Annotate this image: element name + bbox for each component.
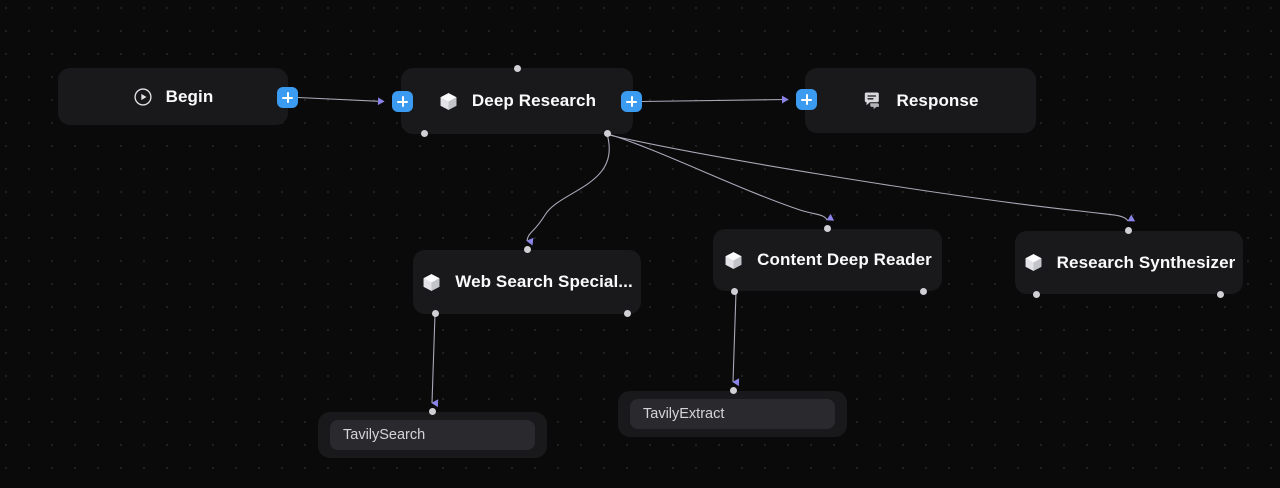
cube-icon bbox=[1023, 252, 1044, 273]
handle-web-search-bottom-right[interactable] bbox=[624, 310, 631, 317]
play-circle-icon bbox=[133, 87, 153, 107]
tool-chip-tavily-extract[interactable]: TavilyExtract bbox=[630, 399, 835, 429]
edge-deep-research-to-content-reader bbox=[607, 133, 835, 221]
handle-content-reader-bottom-right[interactable] bbox=[920, 288, 927, 295]
edge-deep-research-to-web-search bbox=[526, 133, 610, 246]
node-web-search-specialist[interactable]: Web Search Special... bbox=[413, 250, 641, 314]
cube-icon bbox=[723, 250, 744, 271]
add-node-button-deep-research-input[interactable] bbox=[392, 91, 413, 112]
node-research-synthesizer[interactable]: Research Synthesizer bbox=[1015, 231, 1243, 294]
edge-deep-research-to-response bbox=[641, 95, 789, 104]
node-label-begin: Begin bbox=[165, 86, 214, 106]
edge-begin-to-deep-research bbox=[297, 96, 385, 106]
handle-web-search-top[interactable] bbox=[524, 246, 531, 253]
node-label-response: Response bbox=[896, 90, 979, 110]
handle-content-reader-bottom-left[interactable] bbox=[731, 288, 738, 295]
node-tavily-extract[interactable]: TavilyExtract bbox=[618, 391, 847, 437]
message-icon bbox=[862, 90, 883, 111]
node-label-content-deep-reader: Content Deep Reader bbox=[757, 250, 932, 269]
cube-icon bbox=[438, 91, 459, 112]
handle-web-search-bottom-left[interactable] bbox=[432, 310, 439, 317]
add-node-button-response-input[interactable] bbox=[796, 89, 817, 110]
handle-deep-research-bottom-left[interactable] bbox=[421, 130, 428, 137]
handle-synthesizer-top[interactable] bbox=[1125, 227, 1132, 234]
edge-deep-research-to-synthesizer bbox=[608, 134, 1136, 222]
handle-deep-research-bottom-right[interactable] bbox=[604, 130, 611, 137]
tool-chip-tavily-search[interactable]: TavilySearch bbox=[330, 420, 535, 450]
handle-content-reader-top[interactable] bbox=[824, 225, 831, 232]
handle-synthesizer-bottom-right[interactable] bbox=[1217, 291, 1224, 298]
node-deep-research[interactable]: Deep Research bbox=[401, 68, 633, 134]
add-node-button-begin-output[interactable] bbox=[277, 87, 298, 108]
handle-tavily-search-top[interactable] bbox=[429, 408, 436, 415]
handle-deep-research-top[interactable] bbox=[514, 65, 521, 72]
handle-tavily-extract-top[interactable] bbox=[730, 387, 737, 394]
edge-content-reader-to-tavily-extract bbox=[732, 291, 740, 387]
node-label-research-synthesizer: Research Synthesizer bbox=[1056, 252, 1236, 272]
add-node-button-deep-research-output[interactable] bbox=[621, 91, 642, 112]
tool-label-tavily-extract: TavilyExtract bbox=[643, 406, 725, 422]
node-label-deep-research: Deep Research bbox=[471, 91, 597, 110]
edge-web-search-to-tavily-search bbox=[431, 313, 439, 408]
handle-synthesizer-bottom-left[interactable] bbox=[1033, 291, 1040, 298]
node-response[interactable]: Response bbox=[805, 68, 1036, 133]
node-begin[interactable]: Begin bbox=[58, 68, 288, 125]
node-label-web-search-specialist: Web Search Special... bbox=[455, 272, 633, 291]
cube-icon bbox=[421, 272, 442, 293]
node-tavily-search[interactable]: TavilySearch bbox=[318, 412, 547, 458]
node-content-deep-reader[interactable]: Content Deep Reader bbox=[713, 229, 942, 291]
tool-label-tavily-search: TavilySearch bbox=[343, 427, 426, 443]
